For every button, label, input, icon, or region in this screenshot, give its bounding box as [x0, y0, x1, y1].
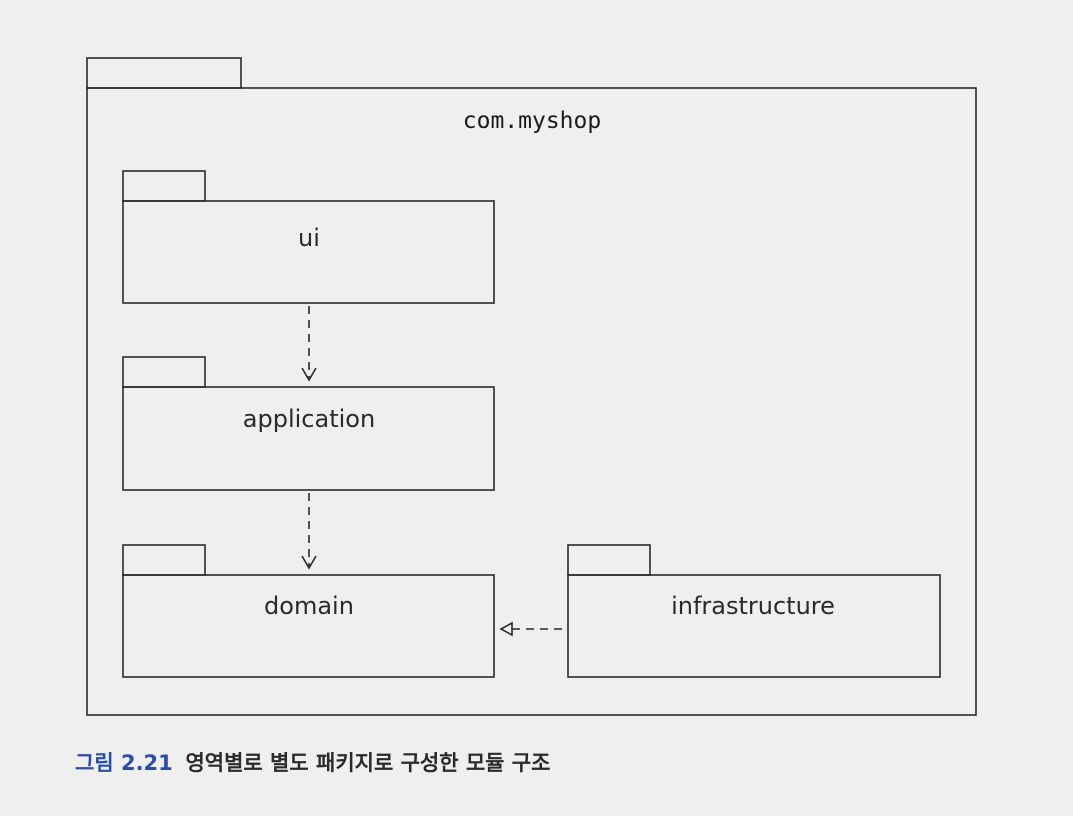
package-ui-label: ui	[298, 224, 320, 252]
open-arrowhead-icon	[301, 367, 317, 382]
package-infrastructure-label: infrastructure	[671, 592, 835, 620]
outer-package-tab	[86, 57, 242, 89]
package-domain-label: domain	[264, 592, 354, 620]
figure-title: 영역별로 별도 패키지로 구성한 모듈 구조	[185, 751, 551, 775]
package-infrastructure: infrastructure	[567, 544, 941, 678]
triangle-arrowhead-icon	[499, 621, 513, 637]
package-ui-body	[122, 200, 495, 304]
package-domain-body	[122, 574, 495, 678]
package-ui: ui	[122, 170, 495, 304]
outer-package-label: com.myshop	[463, 108, 601, 134]
dependency-infrastructure-to-domain	[499, 621, 566, 637]
outer-package-body	[86, 87, 977, 716]
package-domain-tab	[122, 544, 206, 576]
package-infrastructure-tab	[567, 544, 651, 576]
package-application-body	[122, 386, 495, 491]
package-ui-tab	[122, 170, 206, 202]
open-arrowhead-icon	[301, 555, 317, 570]
dependency-application-to-domain	[301, 493, 317, 570]
outer-package: com.myshop	[86, 57, 977, 716]
figure-number: 그림 2.21	[75, 751, 173, 775]
figure-caption: 그림 2.21 영역별로 별도 패키지로 구성한 모듈 구조	[75, 747, 550, 777]
dependency-ui-to-application	[301, 306, 317, 382]
package-infrastructure-body	[567, 574, 941, 678]
package-domain: domain	[122, 544, 495, 678]
package-application-tab	[122, 356, 206, 388]
package-application-label: application	[243, 405, 375, 433]
package-application: application	[122, 356, 495, 491]
